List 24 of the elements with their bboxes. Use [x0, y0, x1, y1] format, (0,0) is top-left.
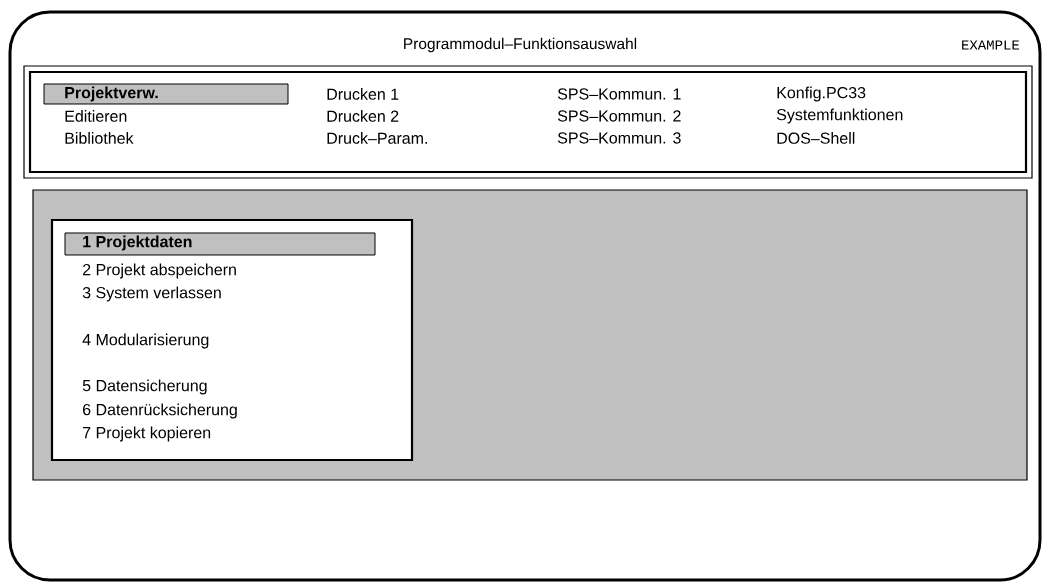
- menu-item: Systemfunktionen: [776, 108, 903, 124]
- menu-item: Konfig.PC33: [777, 86, 866, 102]
- selected-menu-item: [43, 83, 289, 105]
- menu-item: Drucken 1: [327, 88, 399, 100]
- menu-item: Druck–Param.: [327, 132, 427, 144]
- submenu-box: [50, 218, 414, 462]
- submenu-item: 2 Projekt abspeichern: [83, 263, 236, 279]
- submenu-item: 1 Projektdaten: [83, 235, 192, 251]
- submenu-item: 4 Modularisierung: [82, 333, 209, 349]
- menu-item: Bibliothek: [65, 132, 134, 144]
- menu-item: SPS–Kommun. 2: [557, 110, 681, 122]
- submenu-item: 6 Datenrücksicherung: [83, 403, 237, 419]
- menu-item: SPS–Kommun. 1: [557, 88, 681, 100]
- menu-item: Editieren: [65, 110, 127, 122]
- screen-title: Programmodul–Funktionsauswahl: [404, 37, 637, 53]
- submenu-item: 5 Datensicherung: [82, 379, 207, 395]
- menu-item: Projektverw.: [65, 86, 158, 102]
- menu-item: Drucken 2: [327, 110, 399, 122]
- submenu-item: 7 Projekt kopieren: [83, 426, 211, 442]
- selected-submenu-item: [64, 232, 376, 256]
- mode-label: EXAMPLE: [962, 40, 1020, 50]
- submenu-item: 3 System verlassen: [82, 286, 221, 302]
- menu-item: SPS–Kommun. 3: [557, 132, 681, 144]
- menu-item: DOS–Shell: [777, 132, 855, 144]
